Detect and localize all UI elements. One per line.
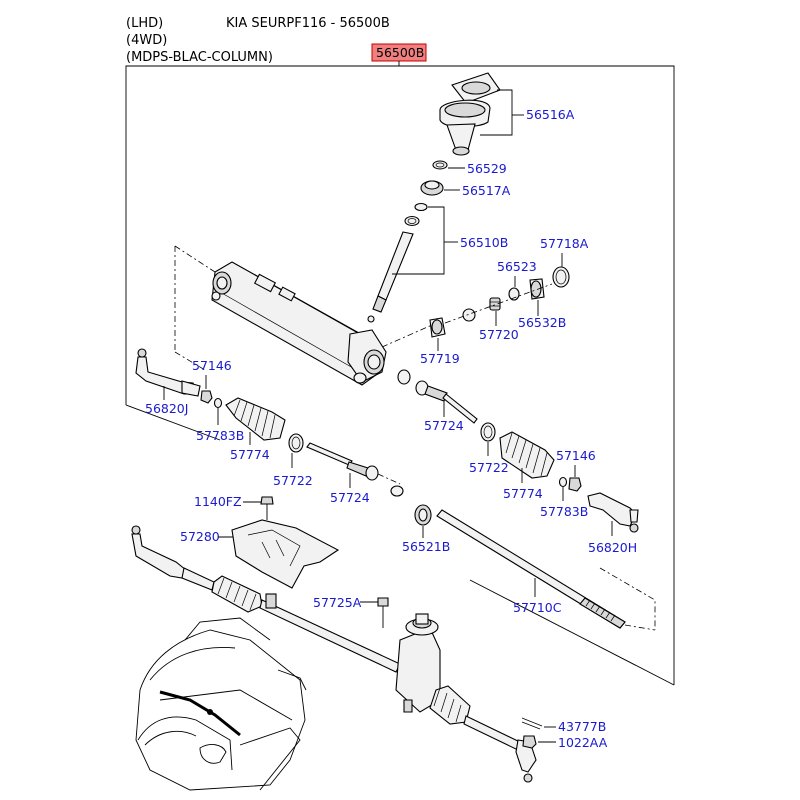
label-57724-right[interactable]: 57724 [424, 418, 464, 433]
label-57720[interactable]: 57720 [479, 327, 519, 342]
part-57724-left-drawing[interactable] [306, 442, 379, 481]
part-56529-drawing[interactable] [432, 160, 448, 170]
label-56529[interactable]: 56529 [467, 161, 507, 176]
header-lhd: (LHD) [126, 16, 163, 31]
label-57774-right[interactable]: 57774 [503, 486, 543, 501]
part-57722-right-drawing[interactable] [480, 422, 496, 442]
label-57783B-left[interactable]: 57783B [196, 428, 244, 443]
part-56820J-drawing[interactable] [135, 348, 201, 397]
label-57710C[interactable]: 57710C [513, 600, 562, 615]
part-57719-drawing[interactable] [429, 317, 446, 338]
vehicle-front-illustration [135, 617, 307, 791]
label-57280[interactable]: 57280 [180, 529, 220, 544]
label-57724-left[interactable]: 57724 [330, 490, 370, 505]
part-56820H-drawing[interactable] [587, 492, 639, 533]
label-57146-left[interactable]: 57146 [192, 358, 232, 373]
part-ring-left-drawing[interactable] [390, 485, 404, 497]
part-57724-right-drawing[interactable] [415, 380, 478, 424]
part-ring-right-drawing[interactable] [397, 369, 411, 385]
label-57783B-right[interactable]: 57783B [540, 504, 588, 519]
part-1140FZ-drawing[interactable] [260, 496, 274, 520]
part-57720a-drawing[interactable] [462, 308, 476, 322]
part-57718A-drawing[interactable] [552, 266, 570, 288]
label-57146-right[interactable]: 57146 [556, 448, 596, 463]
label-57722-left[interactable]: 57722 [273, 473, 313, 488]
leader-56510B [392, 206, 445, 275]
leader-56516A [480, 89, 513, 136]
label-57725A[interactable]: 57725A [313, 595, 362, 610]
label-56523[interactable]: 56523 [497, 259, 537, 274]
label-56532B[interactable]: 56532B [518, 315, 566, 330]
part-43777B-drawing[interactable] [521, 717, 543, 730]
assembled-rack-drawing[interactable] [131, 525, 537, 783]
label-56820H[interactable]: 56820H [588, 540, 637, 555]
part-57774-right-drawing[interactable] [499, 431, 555, 479]
part-57783B-right-drawing[interactable] [558, 476, 568, 488]
part-57774-left-drawing[interactable] [225, 397, 286, 441]
part-56516A-drawing[interactable] [439, 72, 501, 156]
part-57710C-drawing[interactable] [436, 509, 626, 629]
label-56820J[interactable]: 56820J [145, 401, 188, 416]
header-4wd: (4WD) [126, 33, 167, 48]
part-57146-right-drawing[interactable] [568, 477, 582, 492]
part-56521B-drawing[interactable] [414, 504, 432, 526]
frame-lower-left [125, 404, 221, 441]
frame-lower-right [469, 579, 675, 686]
part-56523-drawing[interactable] [508, 287, 520, 301]
part-57722-left-drawing[interactable] [288, 433, 304, 453]
label-57722-right[interactable]: 57722 [469, 460, 509, 475]
part-56517A-drawing[interactable] [420, 180, 444, 196]
label-57774-left[interactable]: 57774 [230, 447, 270, 462]
label-56516A[interactable]: 56516A [526, 107, 575, 122]
label-1140FZ[interactable]: 1140FZ [194, 494, 242, 509]
header-model: KIA SEURPF116 - 56500B [226, 16, 390, 31]
part-57783B-left-drawing[interactable] [213, 397, 223, 409]
main-assembly-label[interactable]: 56500B [376, 45, 424, 60]
label-56517A[interactable]: 56517A [462, 183, 511, 198]
label-57719[interactable]: 57719 [420, 351, 460, 366]
frame-outline [125, 65, 675, 685]
part-57720-drawing[interactable] [489, 297, 501, 311]
label-57718A[interactable]: 57718A [540, 236, 589, 251]
label-56521B[interactable]: 56521B [402, 539, 450, 554]
part-56532B-drawing[interactable] [529, 278, 545, 300]
part-1022AA-drawing[interactable] [522, 735, 537, 749]
header-mdps: (MDPS-BLAC-COLUMN) [126, 50, 273, 65]
label-43777B[interactable]: 43777B [558, 719, 606, 734]
label-56510B[interactable]: 56510B [460, 235, 508, 250]
part-57146-left-drawing[interactable] [200, 390, 213, 404]
part-57280-drawing[interactable] [231, 519, 340, 589]
part-57725A-drawing[interactable] [377, 597, 389, 628]
gear-box-housing-drawing[interactable] [211, 261, 387, 386]
part-56510B-drawing[interactable] [367, 202, 428, 323]
label-1022AA[interactable]: 1022AA [558, 735, 608, 750]
